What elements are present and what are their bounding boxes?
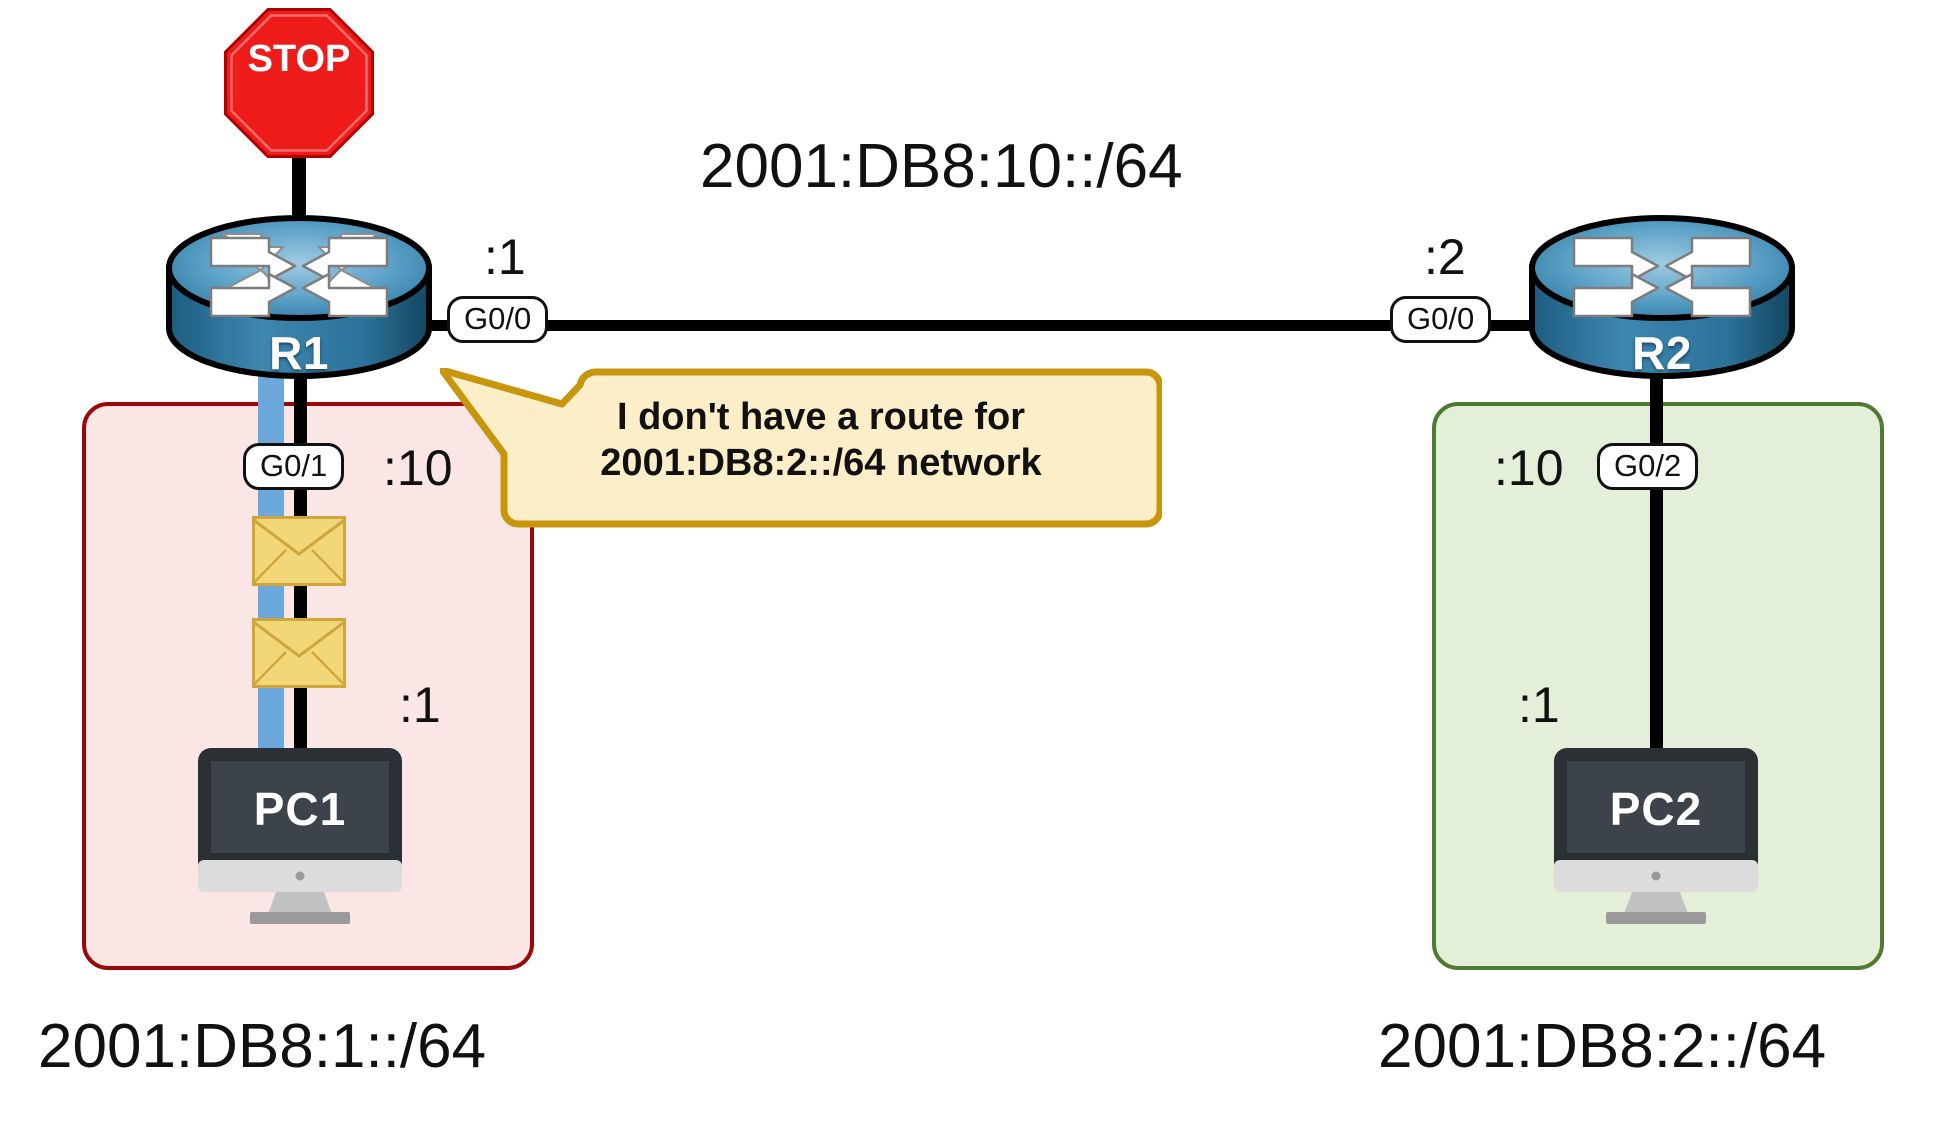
prefix-label-right-lan: 2001:DB8:2::/64	[1378, 1012, 1827, 1081]
host-pc2[interactable]: PC2	[1552, 748, 1760, 924]
r2-interface-g0-0[interactable]: G0/0	[1390, 296, 1492, 343]
r1-lan-hostid: :10	[383, 440, 453, 496]
pc1-hostid: :1	[399, 677, 441, 733]
cable-r2-pc2	[1650, 330, 1663, 760]
packet-envelope-1	[252, 516, 346, 586]
r2-wan-hostid: :2	[1424, 229, 1466, 285]
r1-wan-hostid: :1	[484, 229, 526, 285]
stop-sign-label: STOP	[247, 38, 351, 80]
r2-interface-g0-2[interactable]: G0/2	[1597, 443, 1699, 490]
r1-interface-g0-1[interactable]: G0/1	[243, 443, 345, 490]
router-r1[interactable]: R1	[165, 208, 433, 386]
r1-interface-g0-0[interactable]: G0/0	[447, 296, 549, 343]
stop-sign: STOP	[224, 8, 374, 158]
packet-envelope-2	[252, 618, 346, 688]
host-pc1[interactable]: PC1	[196, 748, 404, 924]
router-r1-callout: I don't have a route for 2001:DB8:2::/64…	[440, 368, 1162, 528]
r2-lan-hostid: :10	[1494, 440, 1564, 496]
router-r2[interactable]: R2	[1528, 208, 1796, 386]
cable-wan-r1-r2	[430, 320, 1530, 331]
prefix-label-wan: 2001:DB8:10::/64	[700, 132, 1183, 201]
pc2-hostid: :1	[1518, 677, 1560, 733]
cable-stopsign-post	[292, 158, 306, 220]
prefix-label-left-lan: 2001:DB8:1::/64	[38, 1012, 487, 1081]
